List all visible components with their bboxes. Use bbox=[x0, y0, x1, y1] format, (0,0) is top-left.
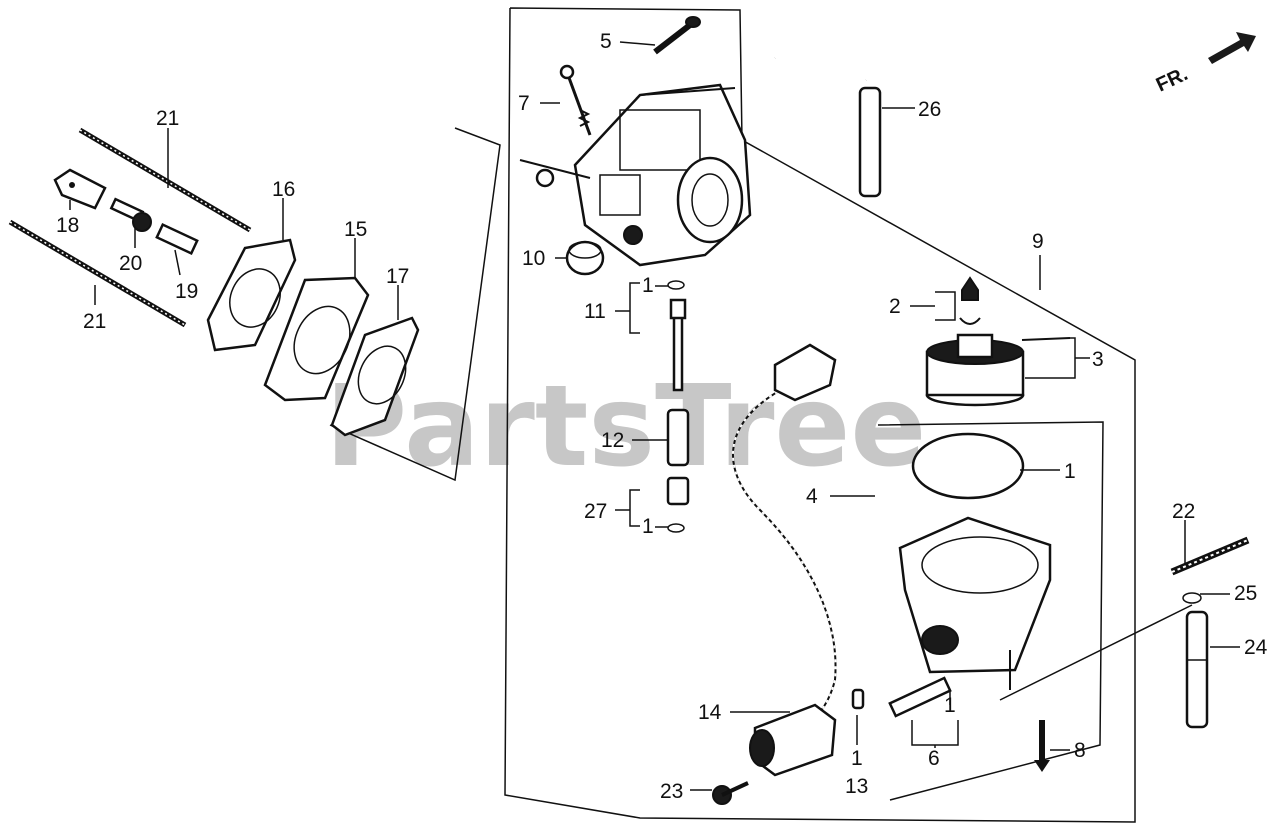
callout-2: 2 bbox=[889, 295, 901, 318]
front-direction-arrow-icon bbox=[1208, 32, 1256, 64]
callout-19: 19 bbox=[175, 280, 198, 303]
callout-1: 1 bbox=[1064, 460, 1076, 483]
float-valve-part bbox=[959, 276, 981, 325]
needle-jet-part bbox=[666, 408, 690, 467]
callout-10: 10 bbox=[522, 247, 545, 270]
float-chamber-part bbox=[898, 432, 1052, 690]
drain-tube-part bbox=[1185, 610, 1209, 729]
callout-1: 1 bbox=[851, 747, 863, 770]
float-part bbox=[925, 333, 1071, 407]
callout-13: 13 bbox=[845, 775, 868, 798]
callout-7: 7 bbox=[518, 92, 530, 115]
leader-lines bbox=[69, 41, 1240, 791]
callout-5: 5 bbox=[600, 30, 612, 53]
callout-8: 8 bbox=[1074, 739, 1086, 762]
callout-21: 21 bbox=[83, 310, 106, 333]
callout-14: 14 bbox=[698, 701, 722, 724]
pilot-screw-part bbox=[653, 16, 701, 55]
callout-3: 3 bbox=[1092, 348, 1104, 371]
bolt-part bbox=[712, 781, 749, 805]
callout-1: 1 bbox=[642, 515, 654, 538]
washer-part bbox=[851, 688, 865, 710]
stud-bolt-upper bbox=[78, 127, 252, 233]
clip-part bbox=[155, 222, 199, 256]
gasket-part bbox=[330, 316, 420, 437]
callout-1: 1 bbox=[944, 694, 956, 717]
callout-11: 11 bbox=[584, 300, 606, 323]
callout-27: 27 bbox=[584, 500, 607, 523]
callout-12: 12 bbox=[601, 429, 624, 452]
assembly-outline bbox=[329, 7, 1136, 823]
main-nozzle-part bbox=[667, 280, 687, 392]
washer-part bbox=[1182, 592, 1202, 604]
bracket-part bbox=[53, 168, 107, 210]
callout-1: 1 bbox=[642, 274, 654, 297]
callout-15: 15 bbox=[344, 218, 367, 241]
callout-17: 17 bbox=[386, 265, 409, 288]
callout-6: 6 bbox=[928, 747, 940, 770]
callout-4: 4 bbox=[806, 485, 818, 508]
direction-label: FR. bbox=[1153, 63, 1191, 97]
bolt-part bbox=[1034, 720, 1050, 772]
watermark-text: PartsTree bbox=[325, 362, 926, 492]
screw-part bbox=[109, 197, 152, 232]
insulator-part bbox=[263, 276, 370, 402]
callout-16: 16 bbox=[272, 178, 295, 201]
callout-9: 9 bbox=[1032, 230, 1044, 253]
callout-22: 22 bbox=[1172, 500, 1195, 523]
fuel-hose-part bbox=[771, 23, 882, 198]
carburetor-body-part bbox=[519, 83, 752, 267]
callout-20: 20 bbox=[119, 252, 142, 275]
fuel-cut-solenoid-part bbox=[731, 343, 837, 777]
callout-24: 24 bbox=[1244, 636, 1268, 659]
drain-cock-part bbox=[1170, 536, 1250, 576]
callout-21: 21 bbox=[156, 107, 179, 130]
callout-26: 26 bbox=[918, 98, 941, 121]
cap-part bbox=[565, 240, 605, 276]
callout-18: 18 bbox=[56, 214, 79, 237]
main-jet-part bbox=[666, 476, 690, 533]
gasket-part bbox=[206, 238, 297, 352]
callout-25: 25 bbox=[1234, 582, 1257, 605]
stud-bolt-lower bbox=[8, 219, 187, 328]
callout-23: 23 bbox=[660, 780, 683, 803]
drain-screw-part bbox=[888, 676, 952, 718]
throttle-screw-part bbox=[559, 64, 592, 136]
